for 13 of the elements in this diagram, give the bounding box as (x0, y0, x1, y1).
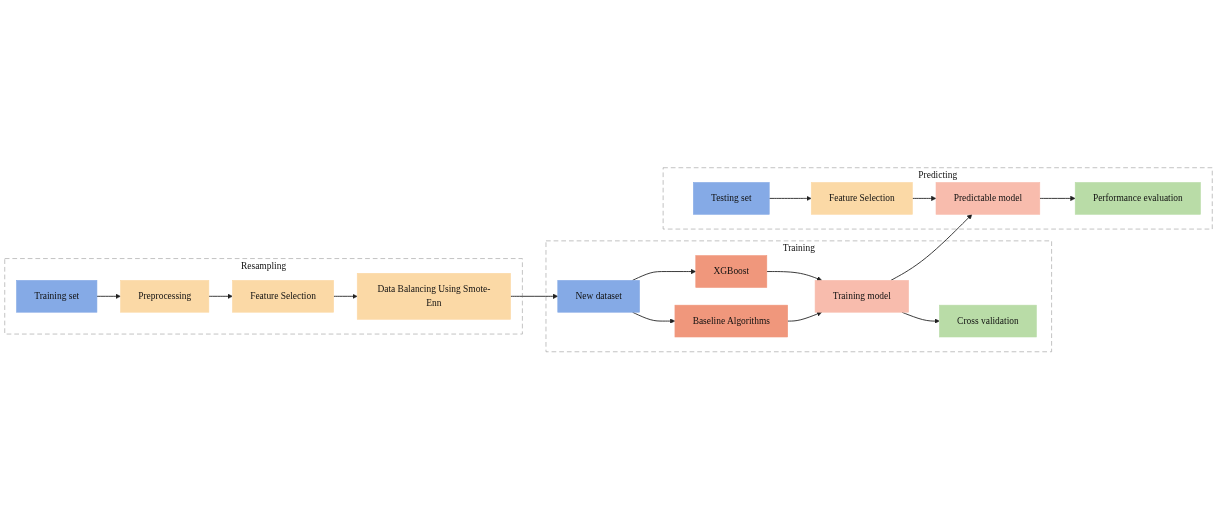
node-box: Training set (16, 280, 98, 313)
node-box: Data Balancing Using Smote-Enn (356, 273, 511, 320)
node-box: Cross validation (939, 305, 1037, 338)
node-box: Preprocessing (120, 280, 210, 313)
node-box: Feature Selection (232, 280, 334, 313)
node-box: XGBoost (695, 255, 768, 288)
node-box: Baseline Algorithms (674, 305, 788, 338)
node-box: Performance evaluation (1074, 182, 1201, 215)
node-box: New dataset (557, 280, 640, 313)
node-box: Predictable model (935, 182, 1041, 215)
node-box: Feature Selection (810, 182, 913, 215)
node-box: Training model (814, 280, 909, 313)
node-box: Testing set (693, 182, 770, 215)
